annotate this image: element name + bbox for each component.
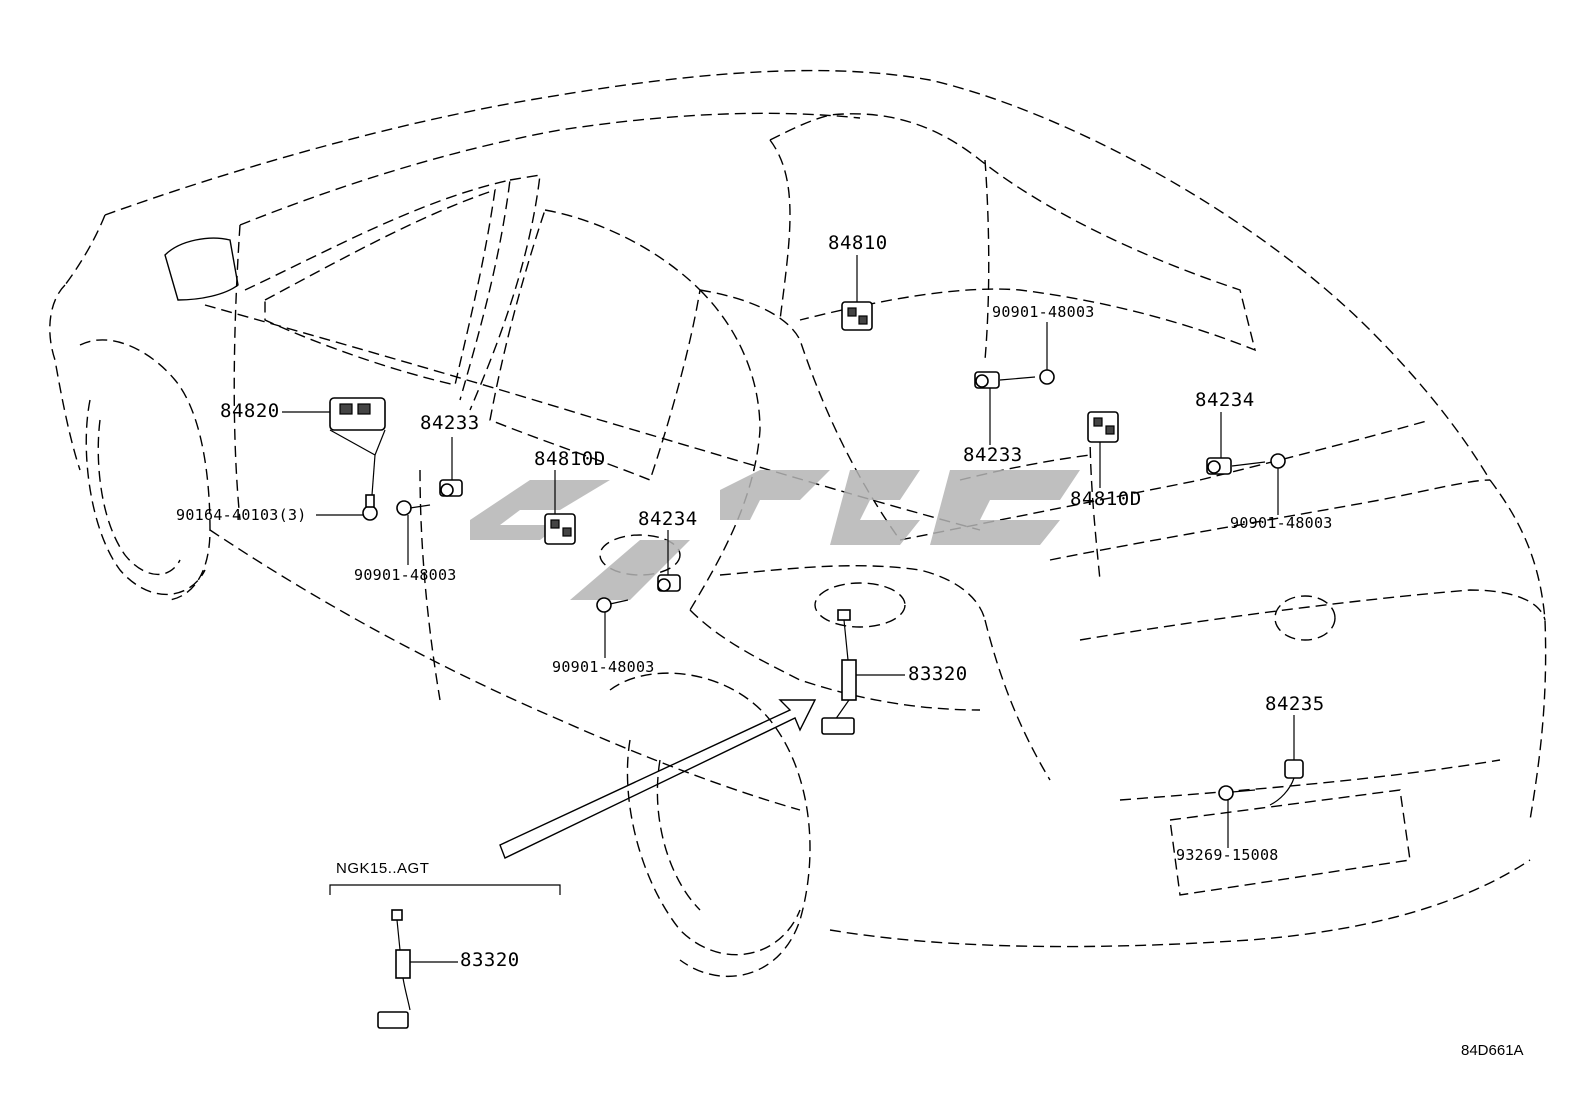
location-arrow bbox=[499, 699, 817, 859]
car-body-outline bbox=[49, 69, 1547, 978]
part-84233-switch-left bbox=[439, 479, 463, 497]
part-90901-clip-top bbox=[1039, 369, 1055, 385]
part-90901-clip-mid bbox=[596, 597, 629, 613]
part-84810D-switch-right bbox=[1087, 411, 1119, 443]
part-84235-switch-rear bbox=[1269, 759, 1304, 806]
inset-variant bbox=[329, 884, 561, 1029]
label-83320-inset: 83320 bbox=[460, 949, 520, 971]
part-84234-switch-right bbox=[1206, 457, 1266, 475]
part-84820-door-switch bbox=[329, 397, 386, 496]
label-84810D-right: 84810D bbox=[1070, 488, 1142, 510]
part-90901-clip-right bbox=[1270, 453, 1286, 469]
diagram-reference-code: 84D661A bbox=[1461, 1042, 1524, 1059]
label-84235: 84235 bbox=[1265, 693, 1325, 715]
label-84234-mid: 84234 bbox=[638, 508, 698, 530]
part-84810D-switch-left bbox=[544, 513, 576, 545]
label-90901-48003-top: 90901-48003 bbox=[992, 303, 1095, 321]
label-90901-48003-left: 90901-48003 bbox=[354, 566, 457, 584]
label-84820: 84820 bbox=[220, 400, 280, 422]
part-84810-switch-top bbox=[841, 301, 873, 331]
inset-title: NGK15..AGT bbox=[336, 860, 430, 877]
label-84234-right: 84234 bbox=[1195, 389, 1255, 411]
label-93269-15008: 93269-15008 bbox=[1176, 846, 1279, 864]
label-84233-left: 84233 bbox=[420, 412, 480, 434]
part-93269-screw bbox=[1218, 785, 1256, 801]
label-90164-40103: 90164-40103(3) bbox=[176, 506, 307, 524]
part-83320-fuel-sender bbox=[821, 609, 857, 735]
label-84810-top: 84810 bbox=[828, 232, 888, 254]
part-84233-switch-right bbox=[974, 371, 1036, 389]
label-84233-right: 84233 bbox=[963, 444, 1023, 466]
part-90164-screw bbox=[362, 494, 378, 521]
label-90901-48003-right: 90901-48003 bbox=[1230, 514, 1333, 532]
part-84234-switch-mid bbox=[657, 574, 681, 592]
watermark-logo bbox=[470, 470, 1080, 600]
label-83320-main: 83320 bbox=[908, 663, 968, 685]
label-84810D-left: 84810D bbox=[534, 448, 606, 470]
callout-leaders bbox=[282, 255, 1295, 848]
label-90901-48003-mid: 90901-48003 bbox=[552, 658, 655, 676]
part-90901-clip-left bbox=[396, 500, 431, 516]
